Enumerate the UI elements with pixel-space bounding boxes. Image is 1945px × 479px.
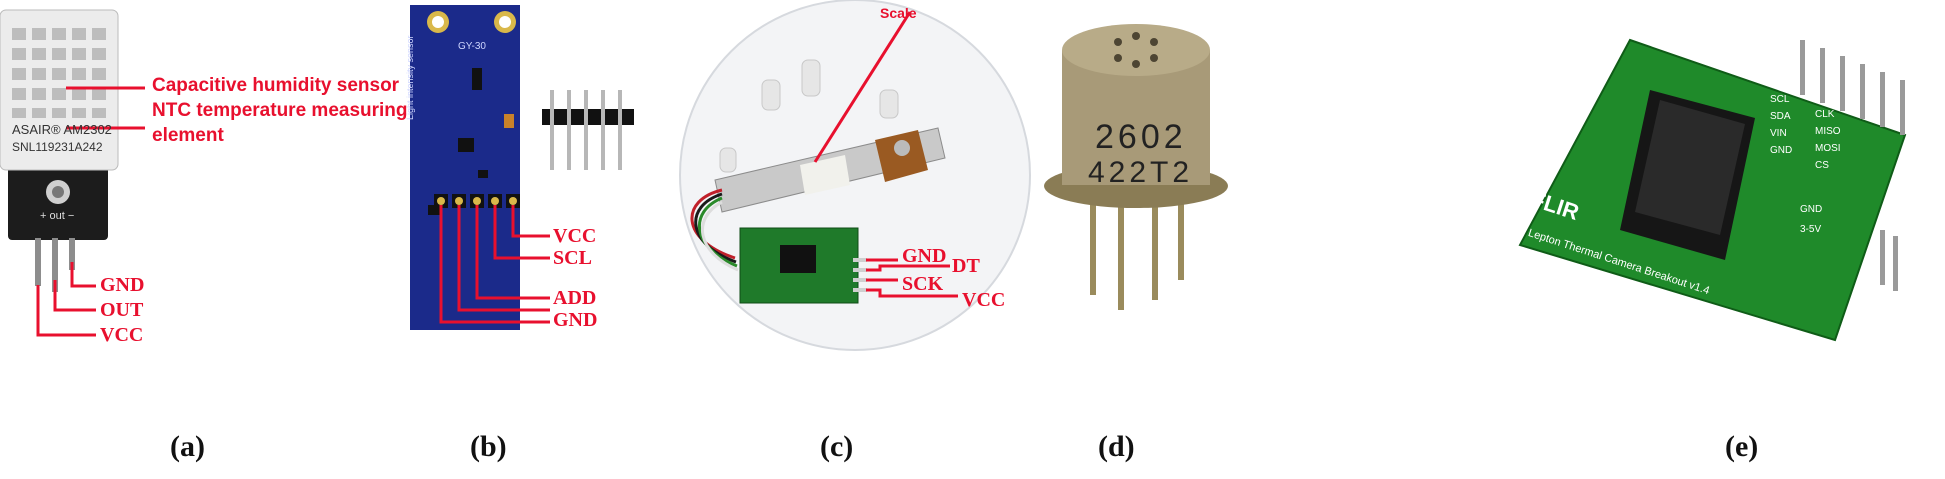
pin-label-scl: SCL — [1770, 94, 1790, 105]
label-vcc: VCC — [962, 289, 1006, 311]
can-marking-line2: 422T2 — [1088, 156, 1194, 189]
label-gnd: GND — [100, 274, 145, 296]
pin-label-miso: MISO — [1815, 126, 1841, 137]
pin-label-gnd: GND — [1770, 145, 1793, 156]
pin-label-sda: SDA — [1770, 111, 1791, 122]
board-desc-text: Light intensity sensor — [405, 35, 415, 120]
label-ntc-line1: NTC temperature measuring — [152, 100, 408, 121]
board-pin-text: + out − — [40, 210, 75, 222]
pin-label-mosi: MOSI — [1815, 143, 1841, 154]
label-scale: Scale — [880, 5, 917, 21]
gy30-board-drawing — [410, 5, 634, 330]
thermopile-sensor-drawing — [1044, 24, 1228, 310]
caption-b: (b) — [470, 430, 507, 463]
label-dt: DT — [952, 255, 980, 277]
dht22-sensor-drawing — [0, 9, 145, 337]
label-scl: SCL — [553, 247, 592, 269]
sensor-serial-text: SNL119231A242 — [12, 140, 103, 154]
label-gnd: GND — [902, 245, 947, 267]
label-vcc: VCC — [100, 324, 144, 346]
load-cell-drawing — [679, 0, 1031, 351]
label-sck: SCK — [902, 273, 944, 295]
board-model-text: GY-30 — [458, 41, 486, 52]
pin-label-clk: CLK — [1815, 109, 1835, 120]
pin-label-vin: VIN — [1770, 128, 1787, 139]
caption-c: (c) — [820, 430, 854, 463]
pin-label-gnd-2: GND — [1800, 204, 1823, 215]
label-out: OUT — [100, 299, 144, 321]
caption-a: (a) — [170, 430, 205, 463]
panel-c: Scale GND DT SCK VCC (c) — [670, 0, 1050, 479]
caption-d: (d) — [1098, 430, 1135, 463]
pin-label-3-5v: 3-5V — [1800, 224, 1822, 235]
label-gnd: GND — [553, 309, 598, 331]
label-add: ADD — [553, 287, 597, 309]
caption-e: (e) — [1725, 430, 1759, 463]
label-vcc: VCC — [553, 225, 597, 247]
pin-label-cs: CS — [1815, 160, 1829, 171]
panel-a: ASAIR® AM2302 SNL119231A242 + out − Capa… — [0, 0, 408, 479]
can-marking-line1: 2602 — [1095, 118, 1187, 156]
label-capacitive-humidity: Capacitive humidity sensor — [152, 75, 400, 96]
panel-d: 2602 422T2 (d) — [1044, 0, 1270, 479]
sensor-brand-text: ASAIR® AM2302 — [12, 122, 112, 137]
panel-e: FLIR Lepton Thermal Camera Breakout v1.4… — [1500, 0, 1945, 479]
label-ntc-line2: element — [152, 125, 224, 146]
flir-lepton-board-drawing — [1518, 38, 1907, 342]
panel-b: GY-30 Light intensity sensor VCC SCL ADD… — [400, 0, 660, 479]
